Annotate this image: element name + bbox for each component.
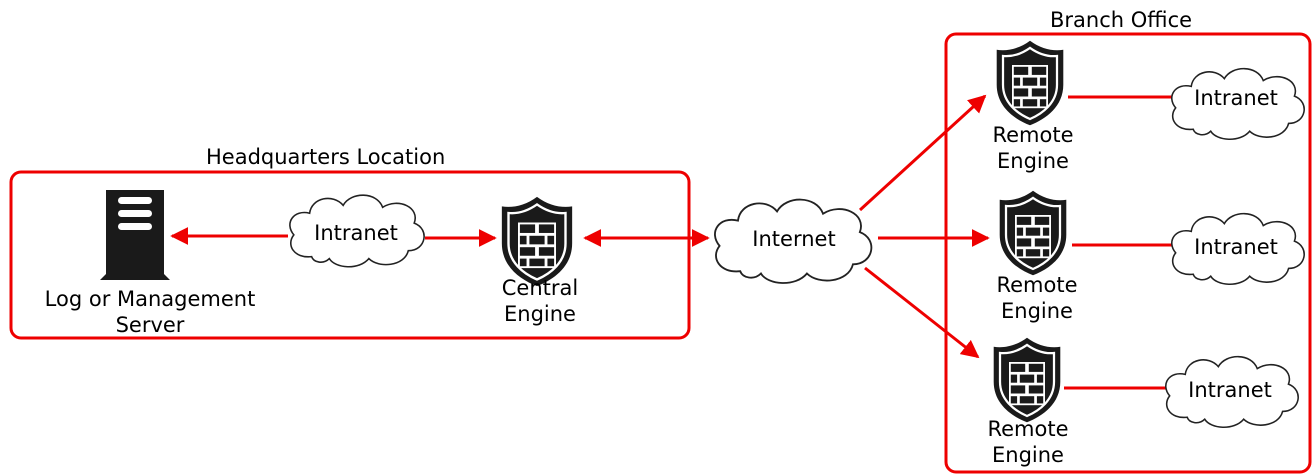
central-engine-label-line2: Engine	[504, 302, 576, 326]
server-label-line2: Server	[115, 313, 185, 337]
remote-engine-2-label-line1: Remote	[996, 273, 1078, 297]
remote-engine-1-firewall-icon	[995, 39, 1065, 127]
remote-engine-1-label: Remote Engine	[973, 122, 1093, 174]
hq-intranet-label: Intranet	[314, 221, 398, 245]
remote-intranet-1-label: Intranet	[1194, 86, 1278, 110]
remote-intranet-3-label: Intranet	[1188, 378, 1272, 402]
remote-engine-2-label-line2: Engine	[1001, 299, 1073, 323]
server-icon	[100, 190, 170, 280]
remote-engine-3-label-line2: Engine	[992, 443, 1064, 467]
server-label-line1: Log or Management	[44, 287, 256, 311]
remote-engine-3-firewall-icon	[992, 336, 1062, 424]
headquarters-box	[9, 170, 691, 340]
remote-engine-3-label: Remote Engine	[968, 416, 1088, 468]
remote-engine-2-label: Remote Engine	[977, 272, 1097, 324]
central-engine-label: Central Engine	[480, 275, 600, 327]
link-internet-to-remote-engine-3	[864, 266, 980, 359]
link-internet-to-remote-engine-1	[858, 94, 987, 212]
central-engine-label-line1: Central	[501, 276, 579, 300]
internet-label: Internet	[752, 227, 836, 251]
central-engine-firewall-icon	[500, 195, 574, 288]
headquarters-title: Headquarters Location	[206, 145, 446, 169]
remote-intranet-2-label: Intranet	[1194, 235, 1278, 259]
remote-engine-2-firewall-icon	[998, 189, 1068, 277]
branch-office-title: Branch Office	[1050, 8, 1193, 32]
server-label: Log or Management Server	[30, 286, 270, 338]
branch-office-box	[944, 32, 1312, 474]
remote-engine-1-label-line1: Remote	[992, 123, 1074, 147]
remote-engine-1-label-line2: Engine	[997, 149, 1069, 173]
remote-engine-3-label-line1: Remote	[987, 417, 1069, 441]
